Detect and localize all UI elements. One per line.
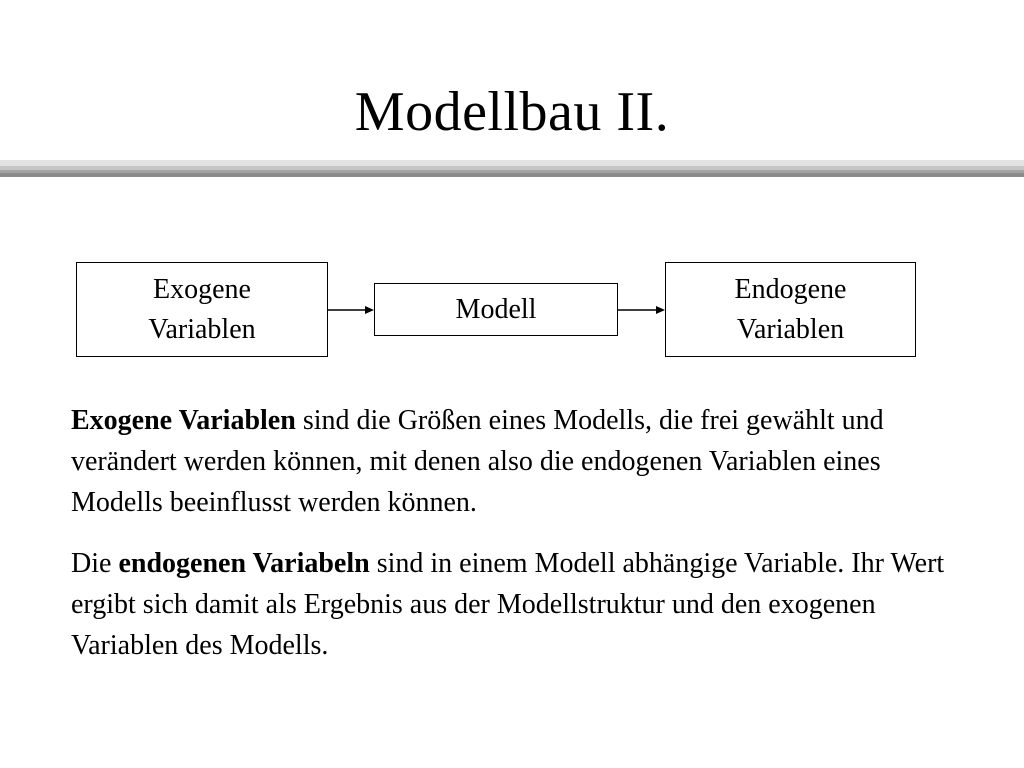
model-box-label: Modell <box>455 293 537 325</box>
definition-endogenous: Die endogenen Variabeln sind in einem Mo… <box>71 543 971 666</box>
definition-exogenous: Exogene Variablen sind die Größen eines … <box>71 400 971 523</box>
endogenous-box-line2: Variablen <box>736 313 845 345</box>
endogenous-variables-box: Endogene Variablen <box>665 262 916 357</box>
model-box: Modell <box>374 283 618 336</box>
exogenous-box-line2: Variablen <box>148 313 256 345</box>
term-exogenous: Exogene Variablen <box>71 405 296 436</box>
arrow-model-to-output <box>618 306 665 314</box>
title-divider <box>0 160 1024 180</box>
term-endogenous: endogenen Variabeln <box>118 548 370 579</box>
definition-endogenous-lead: Die <box>71 548 119 579</box>
exogenous-box-line1: Exogene <box>153 273 251 305</box>
divider-band-mid <box>0 166 1024 170</box>
exogenous-variables-box: Exogene Variablen <box>76 262 328 357</box>
divider-band-light <box>0 160 1024 166</box>
slide-title: Modellbau II. <box>354 81 670 143</box>
divider-band-dark <box>0 170 1024 173</box>
definition-endogenous-text: sind in einem Modell abhängige Variable.… <box>71 548 945 661</box>
definition-exogenous-text: sind die Größen eines Modells, die frei … <box>71 405 884 518</box>
endogenous-box-line1: Endogene <box>734 273 847 305</box>
divider-band-darkest <box>0 173 1024 177</box>
arrow-input-to-model <box>328 306 374 314</box>
